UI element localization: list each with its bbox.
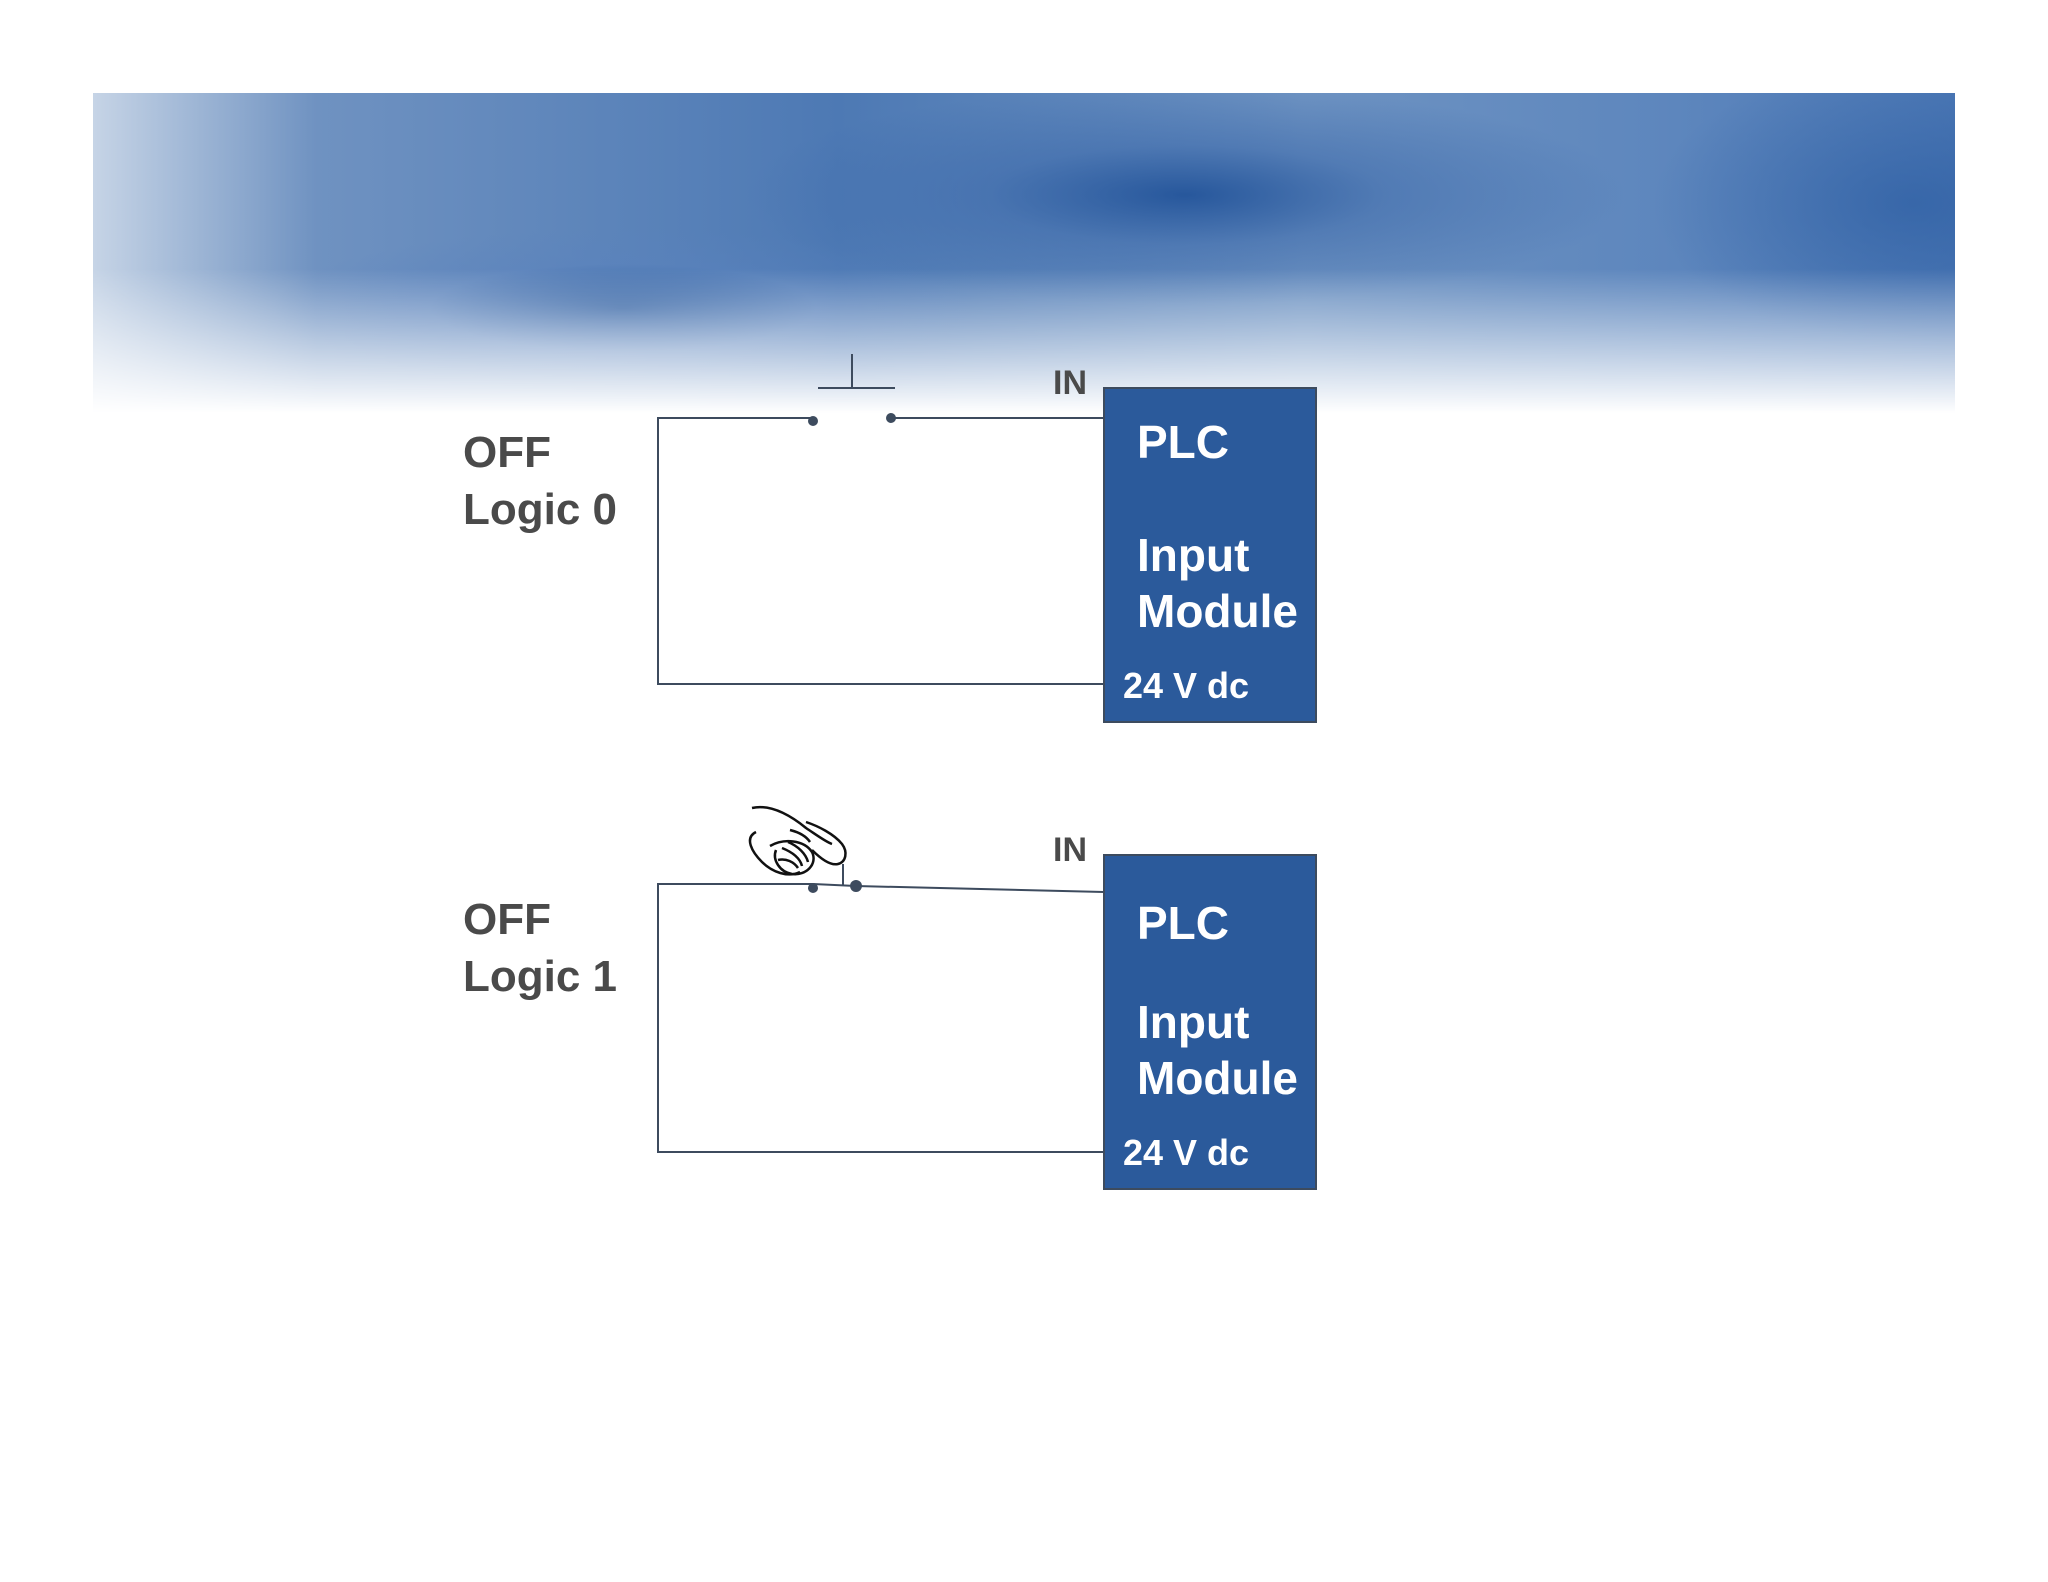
plc-input-module-1: PLC Input Module 24 V dc	[1103, 387, 1317, 723]
circuit-2-logic: Logic 1	[463, 952, 618, 1001]
circuit-2-state: OFF	[463, 895, 551, 944]
plc-module-2-line2: Module	[1137, 1052, 1298, 1104]
circuit-2-wire-loop	[855, 885, 1105, 893]
circuit-1-logic: Logic 0	[463, 485, 618, 534]
circuit-2-wiring	[657, 864, 1105, 1153]
plc-module-2-line1: Input	[1137, 996, 1250, 1048]
circuit-1-contact-right	[886, 413, 896, 423]
circuit-1-state-label: OFF Logic 0	[463, 424, 617, 538]
circuit-2-wire-left	[657, 883, 1104, 1153]
circuit-2-state-label: OFF Logic 1	[463, 891, 617, 1005]
circuit-2-in-label: IN	[1053, 831, 1087, 869]
plc-module-1-title: PLC	[1137, 416, 1229, 468]
plc-module-2-voltage: 24 V dc	[1123, 1132, 1250, 1173]
header-banner	[93, 93, 1955, 413]
circuit-1-wire-top-left	[657, 417, 1104, 685]
plc-module-2-title: PLC	[1137, 897, 1229, 949]
plc-module-2-description: Input Module	[1137, 994, 1298, 1106]
circuit-1-contact-left	[808, 416, 818, 426]
circuit-2-contact-left	[808, 883, 818, 893]
circuit-2-bridge	[812, 883, 857, 887]
plc-input-module-2: PLC Input Module 24 V dc	[1103, 854, 1317, 1190]
plc-module-1-line1: Input	[1137, 529, 1250, 581]
hand-pointing-icon	[748, 805, 847, 876]
plc-module-1-voltage: 24 V dc	[1123, 665, 1250, 706]
circuit-1-state: OFF	[463, 428, 551, 477]
plc-module-1-description: Input Module	[1137, 527, 1298, 639]
circuit-1-in-label: IN	[1053, 364, 1087, 402]
plc-module-1-line2: Module	[1137, 585, 1298, 637]
circuit-2-contact-right	[850, 880, 862, 892]
circuit-1-wiring	[657, 354, 1104, 685]
